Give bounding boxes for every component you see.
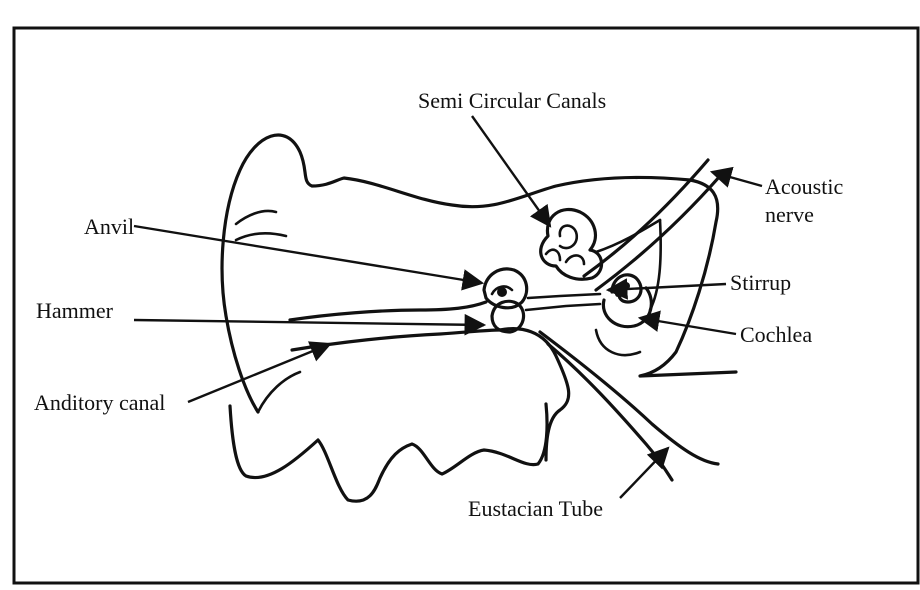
- label-semicircular-canals: Semi Circular Canals: [418, 88, 606, 113]
- label-cochlea: Cochlea: [740, 322, 812, 347]
- arrow-auditory-canal: [188, 344, 330, 402]
- stirrup-bone: [526, 294, 600, 310]
- eustachian-tube-lower: [548, 344, 672, 480]
- label-eustachian-tube: Eustacian Tube: [468, 496, 603, 521]
- label-nerve: nerve: [765, 202, 814, 227]
- arrow-hammer: [134, 320, 484, 325]
- middle-ear-outline: [500, 329, 569, 460]
- arrow-eustachian: [620, 448, 668, 498]
- label-stirrup: Stirrup: [730, 270, 791, 295]
- label-auditory-canal: Anditory canal: [34, 390, 165, 415]
- label-hammer: Hammer: [36, 298, 114, 323]
- arrow-semicircular: [472, 116, 550, 226]
- auditory-canal-upper: [290, 302, 486, 320]
- arrow-acoustic: [712, 172, 762, 186]
- concha-curve-2: [236, 233, 286, 240]
- label-anvil: Anvil: [84, 214, 134, 239]
- cochlea: [596, 275, 651, 355]
- label-acoustic: Acoustic: [765, 174, 843, 199]
- concha-curve: [236, 211, 276, 224]
- skull-lower-line: [230, 404, 547, 501]
- ear-inner-ridge: [258, 372, 300, 412]
- arrow-anvil: [134, 226, 482, 283]
